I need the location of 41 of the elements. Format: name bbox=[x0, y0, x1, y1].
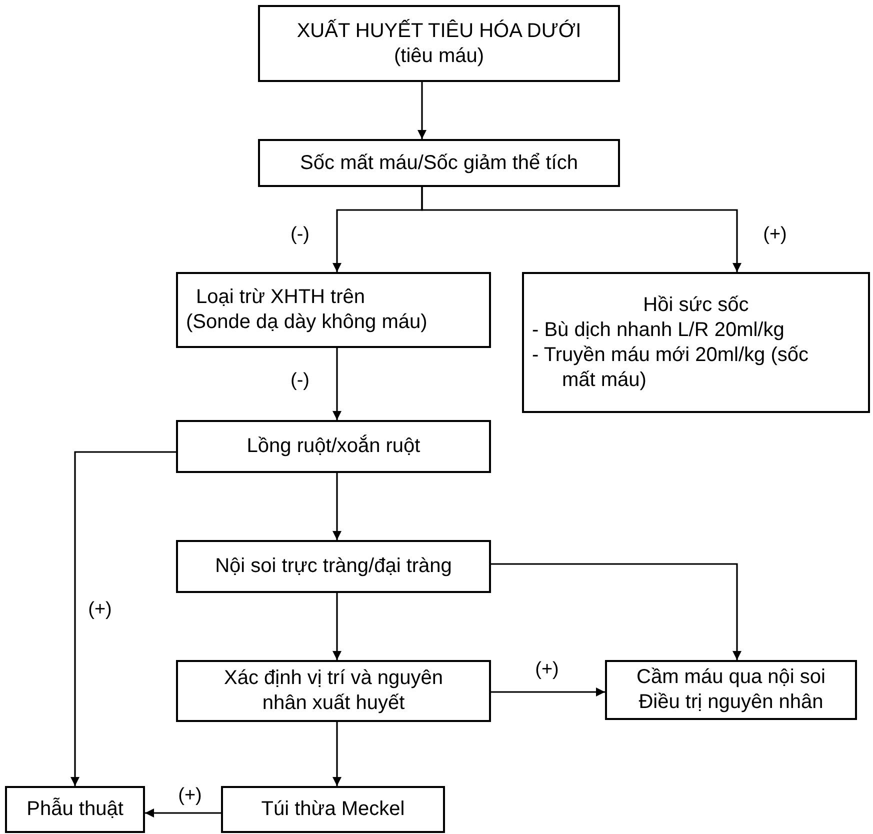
process-box bbox=[176, 420, 491, 473]
list-item: - Bù dịch nhanh L/R 20ml/kg bbox=[532, 318, 786, 342]
list-item: - Truyền máu mới 20ml/kg (sốc mất máu) bbox=[532, 342, 810, 392]
process-box bbox=[605, 660, 857, 720]
edge-label: (+) bbox=[176, 785, 204, 807]
arrow bbox=[421, 187, 742, 272]
node-text: (Sonde dạ dày không máu) bbox=[186, 310, 428, 335]
arrow bbox=[70, 451, 176, 786]
edge-label: (-) bbox=[288, 370, 312, 392]
arrow bbox=[491, 563, 742, 660]
process-box bbox=[5, 786, 145, 833]
node-text: Túi thừa Meckel bbox=[260, 797, 406, 822]
node-text: Sốc mất máu/Sốc giảm thể tích bbox=[299, 150, 579, 176]
process-box bbox=[176, 272, 491, 348]
node-text: Cầm máu qua nội soi bbox=[636, 665, 826, 690]
process-box bbox=[221, 786, 445, 833]
process-box bbox=[176, 540, 491, 593]
arrow bbox=[491, 688, 605, 696]
process-box bbox=[522, 272, 870, 413]
process-box bbox=[176, 660, 491, 722]
node-text: Điều trị nguyên nhân bbox=[638, 690, 824, 715]
node-text: XUẤT HUYẾT TIÊU HÓA DƯỚI bbox=[296, 18, 582, 44]
arrow bbox=[332, 473, 342, 540]
edge-label: (+) bbox=[533, 659, 561, 681]
arrow bbox=[418, 82, 426, 139]
node-text: Nội soi trực tràng/đại tràng bbox=[214, 554, 453, 579]
process-box bbox=[258, 5, 620, 82]
arrow bbox=[332, 722, 342, 786]
arrow bbox=[332, 348, 342, 420]
node-text: Hồi sức sốc bbox=[642, 292, 750, 318]
arrow bbox=[145, 808, 221, 818]
edge-label: (-) bbox=[288, 224, 312, 246]
node-text: (tiêu máu) bbox=[392, 44, 486, 68]
node-text: Loại trừ XHTH trên bbox=[195, 285, 366, 310]
node-text: Lồng ruột/xoắn ruột bbox=[246, 434, 422, 459]
node-text: Phẫu thuật bbox=[26, 797, 124, 822]
edge-label: (+) bbox=[86, 599, 114, 621]
arrow bbox=[332, 593, 342, 660]
edge-label: (+) bbox=[761, 224, 789, 246]
node-text: Xác định vị trí và nguyên nhân xuất huyết bbox=[222, 666, 444, 716]
process-box bbox=[258, 139, 620, 187]
